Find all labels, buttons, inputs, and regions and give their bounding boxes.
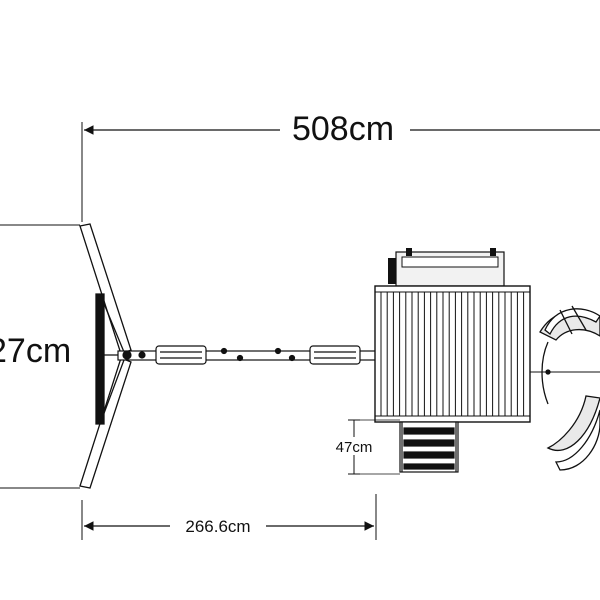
depth-dimension: 27cm xyxy=(0,224,80,489)
deck-height-dimension: 47cm xyxy=(328,419,400,475)
swing-hook xyxy=(220,347,228,355)
slide-lower-curve xyxy=(546,395,600,451)
swing-hook xyxy=(288,354,296,362)
swing-beam-length-dimension: 266.6cm xyxy=(81,494,377,540)
upper-leg xyxy=(79,223,132,355)
deck-height-label: 47cm xyxy=(336,439,373,456)
deck-slats xyxy=(380,292,525,416)
brace-top xyxy=(99,293,125,353)
deck-body xyxy=(374,285,531,423)
ladder xyxy=(399,421,459,473)
overall-length-label: 508cm xyxy=(292,110,394,148)
beam-bolt xyxy=(122,350,132,360)
swing-beam-length-label: 266.6cm xyxy=(185,517,250,536)
height-label-bg xyxy=(328,437,380,455)
spiral-slide xyxy=(530,305,600,471)
ground-brace xyxy=(95,293,105,425)
deck-post-right xyxy=(490,248,496,256)
slide-hood xyxy=(544,308,600,336)
a-frame-legs xyxy=(79,223,132,489)
ladder-rung xyxy=(403,451,455,459)
overall-length-dimension: 508cm xyxy=(81,110,600,222)
slide-inner-arc xyxy=(541,341,549,405)
swing-seat-1 xyxy=(155,345,207,365)
ladder-rung xyxy=(403,439,455,447)
slide-center-post xyxy=(545,369,551,375)
ladder-rung xyxy=(403,427,455,435)
deck-top-rail xyxy=(388,258,398,284)
lower-leg xyxy=(79,357,132,489)
swing-seat-2 xyxy=(309,345,361,365)
swing-hook xyxy=(236,354,244,362)
depth-label: 27cm xyxy=(0,332,71,370)
swing-hook xyxy=(138,351,146,359)
tower-deck xyxy=(374,248,531,423)
slide-hood-line xyxy=(571,305,587,331)
swing-hook xyxy=(274,347,282,355)
slide-lower-curve-inner xyxy=(554,409,600,471)
deck-top-board-inner xyxy=(401,256,499,268)
ladder-rung xyxy=(403,463,455,470)
brace-bottom xyxy=(99,359,125,425)
slide-hood-line xyxy=(559,309,573,335)
swing-beam xyxy=(117,345,377,365)
deck-post-left xyxy=(406,248,412,256)
